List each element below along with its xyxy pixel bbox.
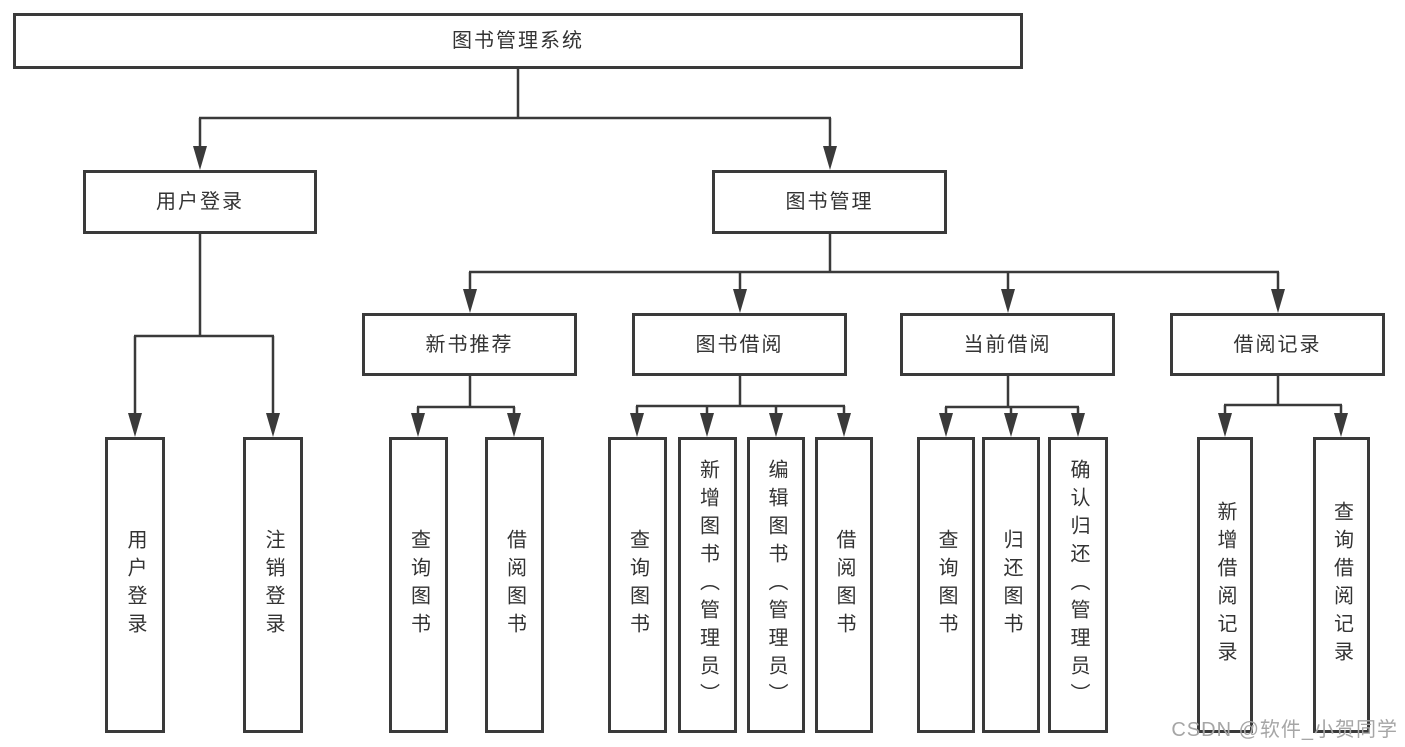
- connector-user-login-children: [128, 234, 280, 437]
- node-library-management-system: 图书管理系统: [13, 13, 1023, 69]
- leaf-return-book: 归还图书: [982, 437, 1040, 733]
- leaf-query-books-current: 查询图书: [917, 437, 975, 733]
- leaf-borrow-books-borrowing: 借阅图书: [815, 437, 873, 733]
- node-book-borrowing: 图书借阅: [632, 313, 847, 376]
- node-borrow-records: 借阅记录: [1170, 313, 1385, 376]
- connector-book-borrow-children: [630, 376, 851, 437]
- leaf-logout: 注销登录: [243, 437, 303, 733]
- connector-root-to-level2: [193, 69, 837, 170]
- node-new-book-recommend: 新书推荐: [362, 313, 577, 376]
- leaf-query-books-recommend: 查询图书: [389, 437, 448, 733]
- connector-borrow-record-children: [1218, 376, 1348, 437]
- leaf-add-book-admin: 新增图书（管理员）: [678, 437, 737, 733]
- leaf-borrow-books-recommend: 借阅图书: [485, 437, 544, 733]
- connector-book-management-children: [463, 234, 1285, 313]
- leaf-add-borrow-record: 新增借阅记录: [1197, 437, 1253, 733]
- connector-new-book-children: [411, 376, 521, 437]
- leaf-query-books-borrowing: 查询图书: [608, 437, 667, 733]
- leaf-edit-book-admin: 编辑图书（管理员）: [747, 437, 805, 733]
- connector-current-borrow-children: [939, 376, 1085, 437]
- node-user-login: 用户登录: [83, 170, 317, 234]
- leaf-confirm-return-admin: 确认归还（管理员）: [1048, 437, 1108, 733]
- node-book-management: 图书管理: [712, 170, 947, 234]
- leaf-query-borrow-record: 查询借阅记录: [1313, 437, 1370, 733]
- leaf-user-login: 用户登录: [105, 437, 165, 733]
- node-current-borrowing: 当前借阅: [900, 313, 1115, 376]
- csdn-watermark: CSDN @软件_小贺同学: [1171, 719, 1398, 741]
